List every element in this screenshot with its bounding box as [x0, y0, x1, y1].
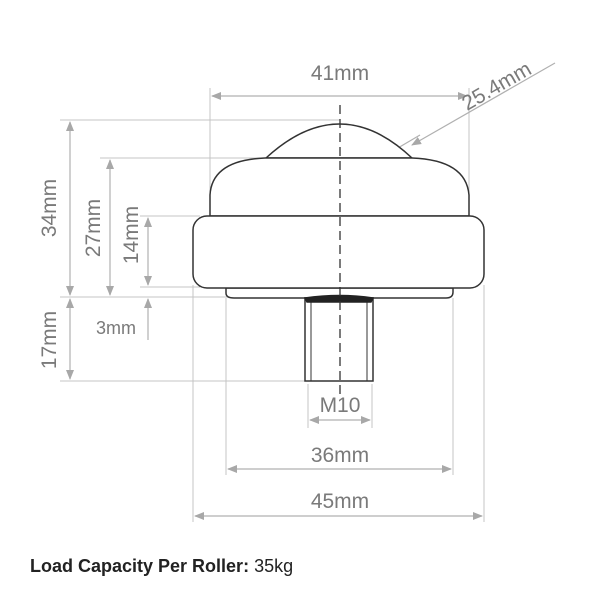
label-3mm: 3mm: [96, 318, 136, 338]
housing-top: [209, 157, 470, 217]
ball: [264, 123, 414, 159]
label-m10: M10: [320, 394, 361, 417]
threaded-stud: [304, 297, 374, 382]
dim-25-4mm-leader: [411, 62, 556, 146]
label-45mm: 45mm: [311, 490, 369, 513]
label-14mm: 14mm: [120, 206, 143, 264]
label-27mm: 27mm: [82, 199, 105, 257]
washer: [303, 294, 375, 303]
flange: [192, 215, 485, 289]
label-36mm: 36mm: [311, 444, 369, 467]
load-capacity-value: 35kg: [254, 556, 294, 576]
label-17mm: 17mm: [38, 311, 61, 369]
load-capacity-caption: Load Capacity Per Roller: 35kg: [30, 556, 293, 577]
label-25-4mm: 25.4mm: [458, 57, 535, 115]
load-capacity-label: Load Capacity Per Roller:: [30, 556, 250, 576]
ball-transfer-unit: [192, 123, 485, 382]
extension-lines: [60, 88, 485, 522]
label-34mm: 34mm: [38, 179, 61, 237]
label-41mm: 41mm: [311, 62, 369, 85]
